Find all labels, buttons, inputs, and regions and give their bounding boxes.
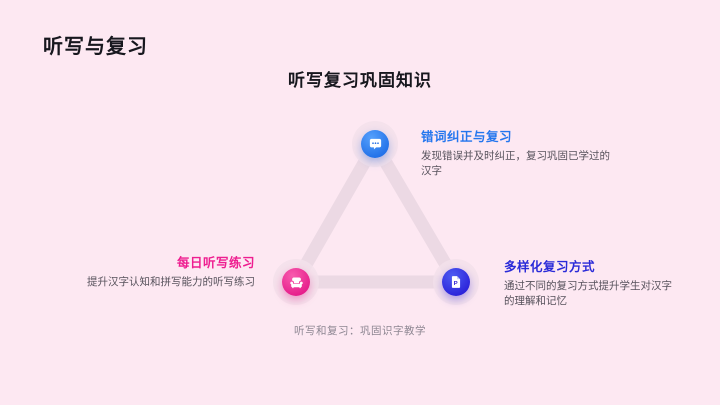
armchair-icon — [289, 277, 303, 288]
slide-caption: 听写和复习：巩固识字教学 — [294, 325, 426, 337]
node-text-dictation: 每日听写练习 提升汉字认知和拼写能力的听写练习 — [87, 252, 255, 290]
chat-dots-icon — [369, 138, 381, 149]
node-circle-dictation — [282, 268, 310, 296]
svg-text:P: P — [454, 281, 458, 287]
node-circle-review: P — [442, 268, 470, 296]
node-circle-correction — [361, 130, 389, 158]
slide-heading: 听写复习巩固知识 — [288, 71, 432, 90]
node-description: 发现错误并及时纠正，复习巩固已学过的汉字 — [421, 150, 610, 177]
node-title: 多样化复习方式 — [504, 260, 596, 274]
node-text-review: 多样化复习方式 通过不同的复习方式提升学生对汉字的理解和记忆 — [504, 256, 680, 309]
node-title: 错词纠正与复习 — [421, 130, 513, 144]
node-description: 通过不同的复习方式提升学生对汉字的理解和记忆 — [504, 280, 672, 307]
file-p-icon: P — [451, 276, 461, 288]
node-description: 提升汉字认知和拼写能力的听写练习 — [87, 276, 255, 288]
page-title: 听写与复习 — [43, 36, 148, 58]
node-text-correction: 错词纠正与复习 发现错误并及时纠正，复习巩固已学过的汉字 — [421, 126, 617, 179]
node-title: 每日听写练习 — [176, 256, 255, 270]
